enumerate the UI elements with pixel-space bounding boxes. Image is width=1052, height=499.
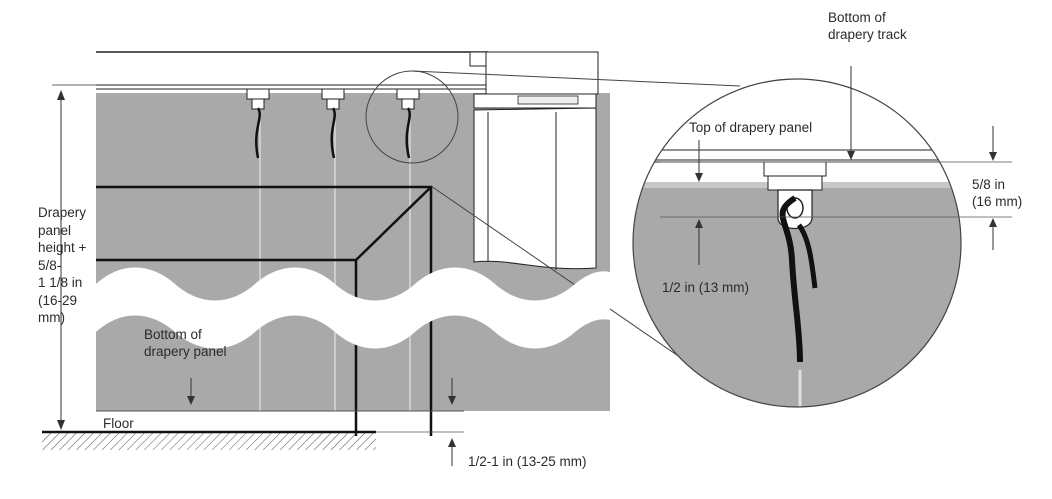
panel-height-dimension (52, 84, 96, 430)
motor-unit (469, 51, 599, 270)
label-floor-gap: 1/2-1 in (13-25 mm) (468, 454, 587, 469)
label-top-of-drapery-panel: Top of drapery panel (689, 120, 813, 135)
carrier-2 (321, 88, 345, 159)
carrier-hooks (246, 88, 420, 159)
panel-outline (96, 185, 433, 436)
drapery-track (96, 51, 488, 90)
carrier-3 (396, 88, 420, 159)
label-floor: Floor (103, 416, 134, 431)
label-bottom-of-drapery-track: Bottom of drapery track (828, 10, 907, 42)
label-panel-height: Drapery panel height + 5/8- 1 1/8 in (16… (38, 205, 87, 325)
bottom-arrows (187, 378, 464, 466)
detail-magnified-view (632, 78, 962, 408)
floor (42, 410, 464, 450)
label-carrier-drop-1-2-in: 1/2 in (13 mm) (662, 280, 750, 295)
carrier-1 (246, 88, 270, 159)
break-wave (96, 267, 610, 349)
label-bottom-of-drapery-panel: Bottom of drapery panel (144, 327, 227, 359)
detail-dimension-lines (660, 66, 1012, 265)
label-gap-5-8-in: 5/8 in (16 mm) (972, 177, 1023, 209)
